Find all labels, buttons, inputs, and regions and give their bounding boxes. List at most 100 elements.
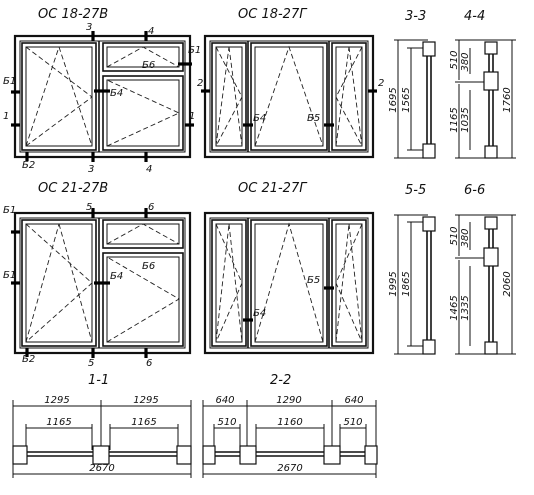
center-sash [250,219,328,347]
profile-bottom [484,341,498,355]
opening-mark [106,46,180,68]
outer-frame [203,34,375,159]
profile-transom [483,247,499,267]
opening-mark [335,46,350,147]
opening-mark [335,223,350,343]
dim-label: 1295 [133,395,158,406]
label-b1: Б1 [3,270,16,281]
profile-top [422,216,436,232]
right-sash [102,75,184,151]
profile-top [422,41,436,57]
label-b4: Б4 [110,271,123,282]
opening-mark [106,256,180,343]
left-sash [21,219,97,347]
dim-label: 2060 [502,271,513,296]
left-sash [21,42,97,151]
section-6-6: 6-6 510 380 1465 1335 2060 [449,183,516,355]
section-title: 3-3 [405,9,426,24]
right-glass [335,46,363,147]
opening-mark [228,223,243,343]
opening-mark [335,46,363,147]
label-2: 2 [378,78,384,89]
label-b5: Б5 [307,113,320,124]
opening-mark [348,223,363,343]
left-sash [211,219,247,347]
profile-bottom [422,143,436,159]
label-b1: Б1 [188,45,201,56]
view-title: ОС 21-27В [38,181,108,196]
label-6: 6 [146,358,152,369]
section-title: 1-1 [88,373,109,388]
profile [323,445,341,465]
dim-label: 1290 [276,395,301,406]
opening-mark [58,223,93,343]
dim-label: 1465 [449,295,460,320]
profile [176,445,192,465]
opening-mark [254,222,324,343]
dim-label: 510 [343,417,362,428]
opening-mark [254,45,324,147]
dim-label: 380 [460,228,471,247]
left-glass [25,223,93,343]
center-glass [254,46,324,147]
dim-label: 510 [449,226,460,245]
label-3: 3 [86,22,92,33]
label-b4: Б4 [253,308,266,319]
window-view-os-21-27g: ОС 21-27Г Б5 Б4 [203,181,375,355]
outer-frame [203,211,375,355]
opening-mark [335,223,363,343]
opening-mark [25,223,60,343]
opening-mark [215,46,230,147]
label-b1: Б1 [3,76,16,87]
label-1: 1 [189,111,195,122]
dim-label: 510 [217,417,236,428]
inner-frame [209,40,369,153]
dim-label: 1035 [460,107,471,132]
right-sash [331,42,367,151]
dim-label: 1165 [449,107,460,132]
left-glass [25,46,93,147]
profile-bottom [422,339,436,355]
profile-top [484,41,498,55]
profile-top [484,216,498,230]
section-2-2: 2-2 640 1290 640 510 1160 510 2670 [202,373,378,478]
label-b6: Б6 [142,261,155,272]
profile-transom [483,71,499,91]
right-glass [335,223,363,343]
transom-glass [106,223,180,245]
right-glass [106,79,180,147]
opening-mark [106,223,180,245]
opening-mark [215,223,230,343]
dim-label: 1165 [46,417,71,428]
transom-sash [102,42,184,72]
section-title: 6-6 [464,183,485,198]
dim-label: 1865 [401,271,412,296]
inner-frame [209,217,369,349]
dim-label: 1295 [44,395,69,406]
label-b1: Б1 [3,205,16,216]
dim-label: 1760 [502,87,513,112]
section-1-1: 1-1 1295 1295 1165 1165 2670 [12,373,192,478]
profile [239,445,257,465]
opening-mark [58,46,93,147]
window-view-os-21-27v: ОС 21-27В Б1 Б1 5 5 6 6 Б4 Б6 Б2 [3,181,192,369]
right-sash [102,252,184,347]
dim-label: 1995 [388,271,399,296]
label-b2: Б2 [22,354,35,365]
dim-label: 2670 [277,463,302,474]
section-3-3: 3-3 1695 1565 [388,9,436,159]
label-5: 5 [86,202,92,213]
label-b2: Б2 [22,160,35,171]
window-view-os-18-27v: ОС 18-27В Б1 1 1 3 3 4 [3,7,201,175]
dim-label: 1565 [401,87,412,112]
dim-label: 640 [344,395,363,406]
dim-label: 640 [215,395,234,406]
transom-sash [102,219,184,249]
dim-label: 380 [460,52,471,71]
dim-label: 1335 [460,295,471,320]
opening-mark [25,223,93,343]
label-5: 5 [88,358,94,369]
window-view-os-18-27g: ОС 18-27Г 2 2 Б4 Б5 [197,7,384,159]
left-glass [215,46,243,147]
